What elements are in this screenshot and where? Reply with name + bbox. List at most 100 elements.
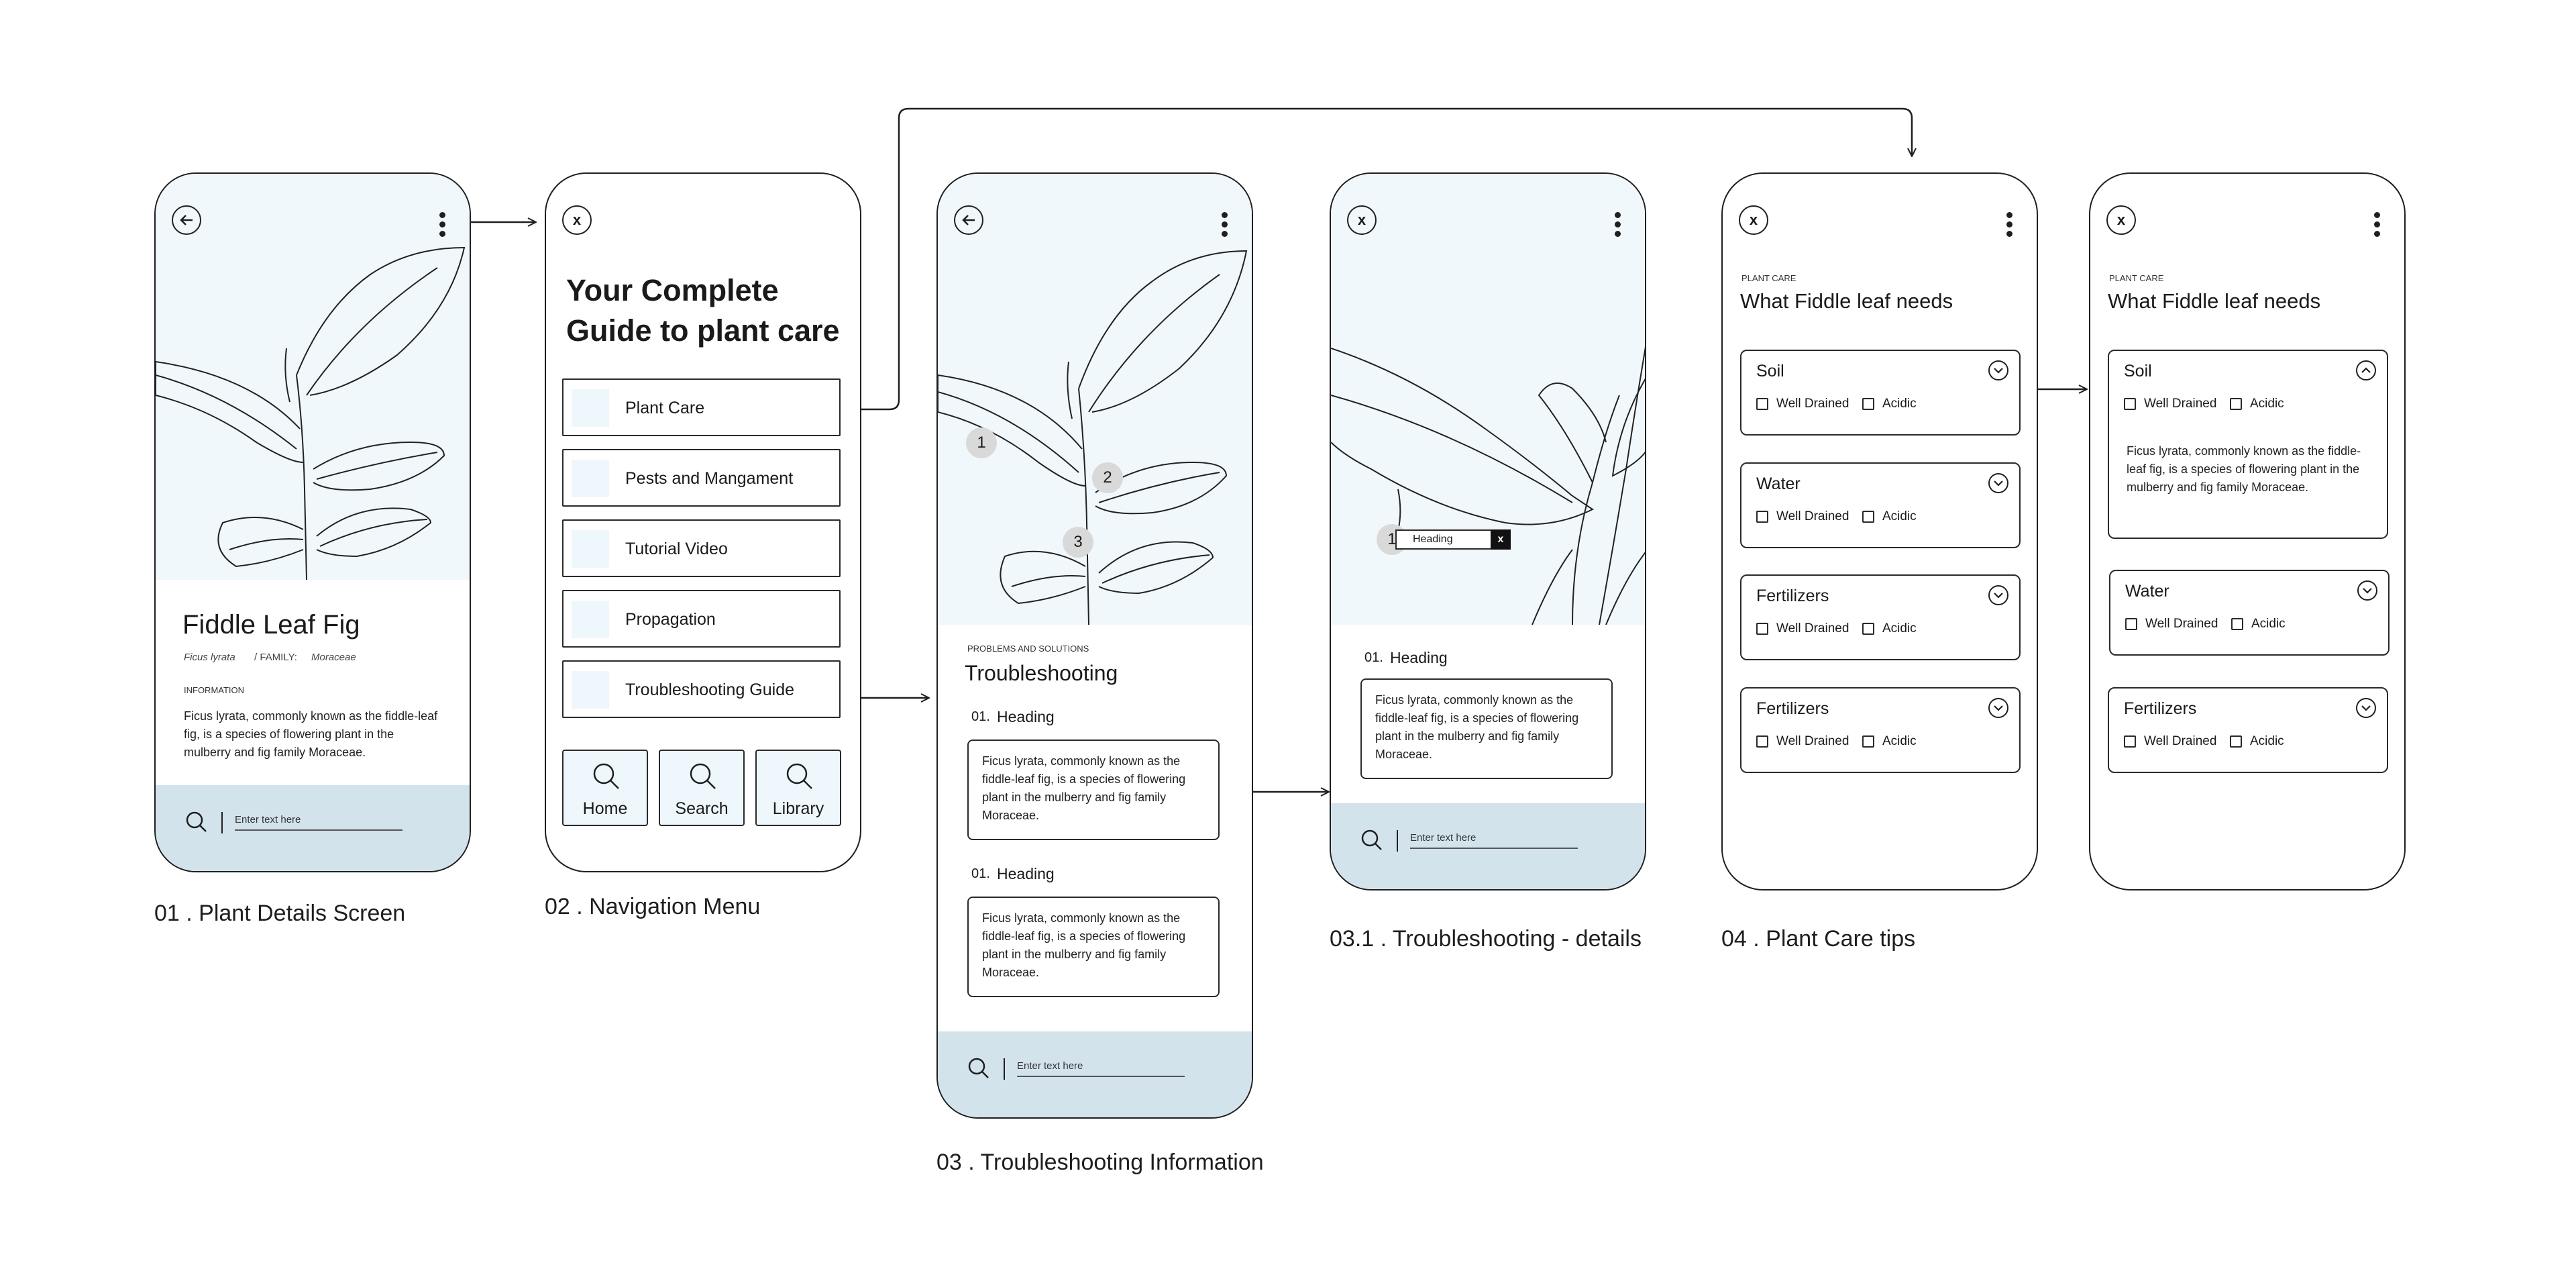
family-value: Moraceae — [311, 652, 356, 663]
chevron-down-icon[interactable] — [1988, 698, 2008, 718]
menu-item-troubleshooting[interactable]: Troubleshooting Guide — [562, 660, 841, 718]
checkbox-acidic[interactable] — [2231, 618, 2243, 630]
search-icon — [186, 811, 207, 832]
menu-item-label: Tutorial Video — [625, 540, 728, 558]
section-heading: Heading — [1390, 649, 1448, 666]
tooltip-close-button[interactable]: x — [1491, 529, 1511, 550]
section-card: Ficus lyrata, commonly known as the fidd… — [967, 740, 1220, 840]
menu-item-plant-care[interactable]: Plant Care — [562, 378, 841, 436]
plant-illustration — [938, 174, 1252, 625]
section-card: Ficus lyrata, commonly known as the fidd… — [1360, 678, 1613, 779]
accordion-title: Water — [1756, 474, 1801, 493]
checkbox-well-drained[interactable] — [2125, 618, 2137, 630]
close-icon: x — [1497, 533, 1504, 545]
tab-label: Search — [675, 799, 729, 818]
section-text: Ficus lyrata, commonly known as the fidd… — [982, 911, 1186, 979]
checkbox-well-drained[interactable] — [1756, 511, 1768, 523]
accordion-fertilizers-2[interactable]: Fertilizers Well Drained Acidic — [1740, 687, 2021, 773]
hotspot-marker-1[interactable]: 1 — [966, 427, 997, 458]
chevron-down-icon[interactable] — [1988, 473, 2008, 493]
checkbox-well-drained[interactable] — [1756, 623, 1768, 635]
text-cursor — [1397, 830, 1398, 852]
chevron-down-icon[interactable] — [2356, 698, 2376, 718]
accordion-fertilizers[interactable]: Fertilizers Well Drained Acidic — [2108, 687, 2388, 773]
section-card: Ficus lyrata, commonly known as the fidd… — [967, 897, 1220, 997]
menu-thumb — [572, 530, 609, 568]
more-menu-button[interactable] — [439, 212, 445, 238]
checkbox-acidic[interactable] — [1862, 511, 1874, 523]
accordion-title: Fertilizers — [2124, 699, 2197, 718]
hotspot-marker-2[interactable]: 2 — [1092, 462, 1123, 493]
menu-item-tutorial-video[interactable]: Tutorial Video — [562, 519, 841, 577]
close-icon: x — [2116, 211, 2126, 228]
accordion-water[interactable]: Water Well Drained Acidic — [1740, 462, 2021, 548]
accordion-title: Fertilizers — [1756, 699, 1829, 718]
screen-plant-care-tips-expanded: x PLANT CARE What Fiddle leaf needs Soil… — [2089, 172, 2406, 890]
accordion-soil-expanded[interactable]: Soil Well Drained Acidic Ficus lyrata, c… — [2108, 350, 2388, 539]
checkbox-label: Well Drained — [1776, 621, 1849, 635]
tab-library[interactable]: Library — [755, 750, 841, 826]
search-input[interactable]: Enter text here — [1410, 832, 1477, 844]
close-button[interactable]: x — [1739, 205, 1768, 235]
hotspot-marker-3[interactable]: 3 — [1063, 527, 1093, 558]
checkbox-well-drained[interactable] — [2124, 735, 2136, 748]
section-text: Ficus lyrata, commonly known as the fidd… — [982, 754, 1186, 822]
menu-thumb — [572, 601, 609, 638]
search-input[interactable]: Enter text here — [1017, 1060, 1083, 1072]
checkbox-label: Acidic — [2250, 734, 2284, 748]
menu-thumb — [572, 460, 609, 497]
arrow-left-icon — [180, 215, 193, 225]
section-text: Ficus lyrata, commonly known as the fidd… — [1375, 693, 1579, 761]
menu-item-pests[interactable]: Pests and Mangament — [562, 449, 841, 507]
search-icon — [968, 1058, 989, 1078]
search-bar: Enter text here — [938, 1031, 1252, 1117]
tab-search[interactable]: Search — [659, 750, 745, 826]
accordion-fertilizers[interactable]: Fertilizers Well Drained Acidic — [1740, 574, 2021, 660]
checkbox-well-drained[interactable] — [1756, 398, 1768, 410]
menu-item-propagation[interactable]: Propagation — [562, 590, 841, 648]
checkbox-label: Acidic — [2251, 617, 2286, 631]
section-heading: Heading — [997, 865, 1055, 882]
more-menu-button[interactable] — [1614, 212, 1621, 238]
arrow-s2-to-s4 — [852, 107, 1912, 411]
arrow-left-icon — [962, 215, 975, 225]
menu-thumb — [572, 671, 609, 709]
menu-item-label: Propagation — [625, 610, 716, 629]
back-button[interactable] — [954, 205, 983, 235]
chevron-down-icon[interactable] — [2357, 580, 2377, 601]
chevron-up-icon[interactable] — [2356, 360, 2376, 380]
more-menu-button[interactable] — [2373, 212, 2380, 238]
checkbox-label: Acidic — [1882, 397, 1917, 411]
caption-troubleshooting: 03 . Troubleshooting Information — [936, 1150, 1264, 1175]
chevron-down-icon[interactable] — [1988, 585, 2008, 605]
search-input[interactable]: Enter text here — [235, 814, 301, 825]
page-title: What Fiddle leaf needs — [1740, 289, 1953, 313]
accordion-water[interactable]: Water Well Drained Acidic — [2109, 570, 2390, 656]
tab-home[interactable]: Home — [562, 750, 648, 826]
back-button[interactable] — [172, 205, 201, 235]
accordion-title: Soil — [1756, 362, 1784, 380]
chevron-down-icon[interactable] — [1988, 360, 2008, 380]
eyebrow-label: PLANT CARE — [1741, 273, 1796, 283]
more-menu-button[interactable] — [2006, 212, 2012, 238]
checkbox-well-drained[interactable] — [1756, 735, 1768, 748]
hotspot-marker-1[interactable]: 1 — [1377, 524, 1407, 555]
close-button[interactable]: x — [1347, 205, 1377, 235]
menu-item-label: Plant Care — [625, 399, 705, 417]
checkbox-acidic[interactable] — [1862, 735, 1874, 748]
plant-leaf-icon — [1331, 346, 1645, 625]
section-number: 01. — [971, 866, 990, 881]
checkbox-label: Acidic — [1882, 509, 1917, 523]
checkbox-acidic[interactable] — [2230, 398, 2242, 410]
close-icon: x — [1749, 211, 1758, 228]
caption-navigation-menu: 02 . Navigation Menu — [545, 894, 761, 919]
close-button[interactable]: x — [562, 205, 592, 235]
search-underline — [1410, 848, 1578, 849]
accordion-soil[interactable]: Soil Well Drained Acidic — [1740, 350, 2021, 436]
checkbox-well-drained[interactable] — [2124, 398, 2136, 410]
checkbox-acidic[interactable] — [1862, 623, 1874, 635]
checkbox-acidic[interactable] — [1862, 398, 1874, 410]
close-button[interactable]: x — [2106, 205, 2136, 235]
checkbox-acidic[interactable] — [2230, 735, 2242, 748]
more-menu-button[interactable] — [1221, 212, 1228, 238]
